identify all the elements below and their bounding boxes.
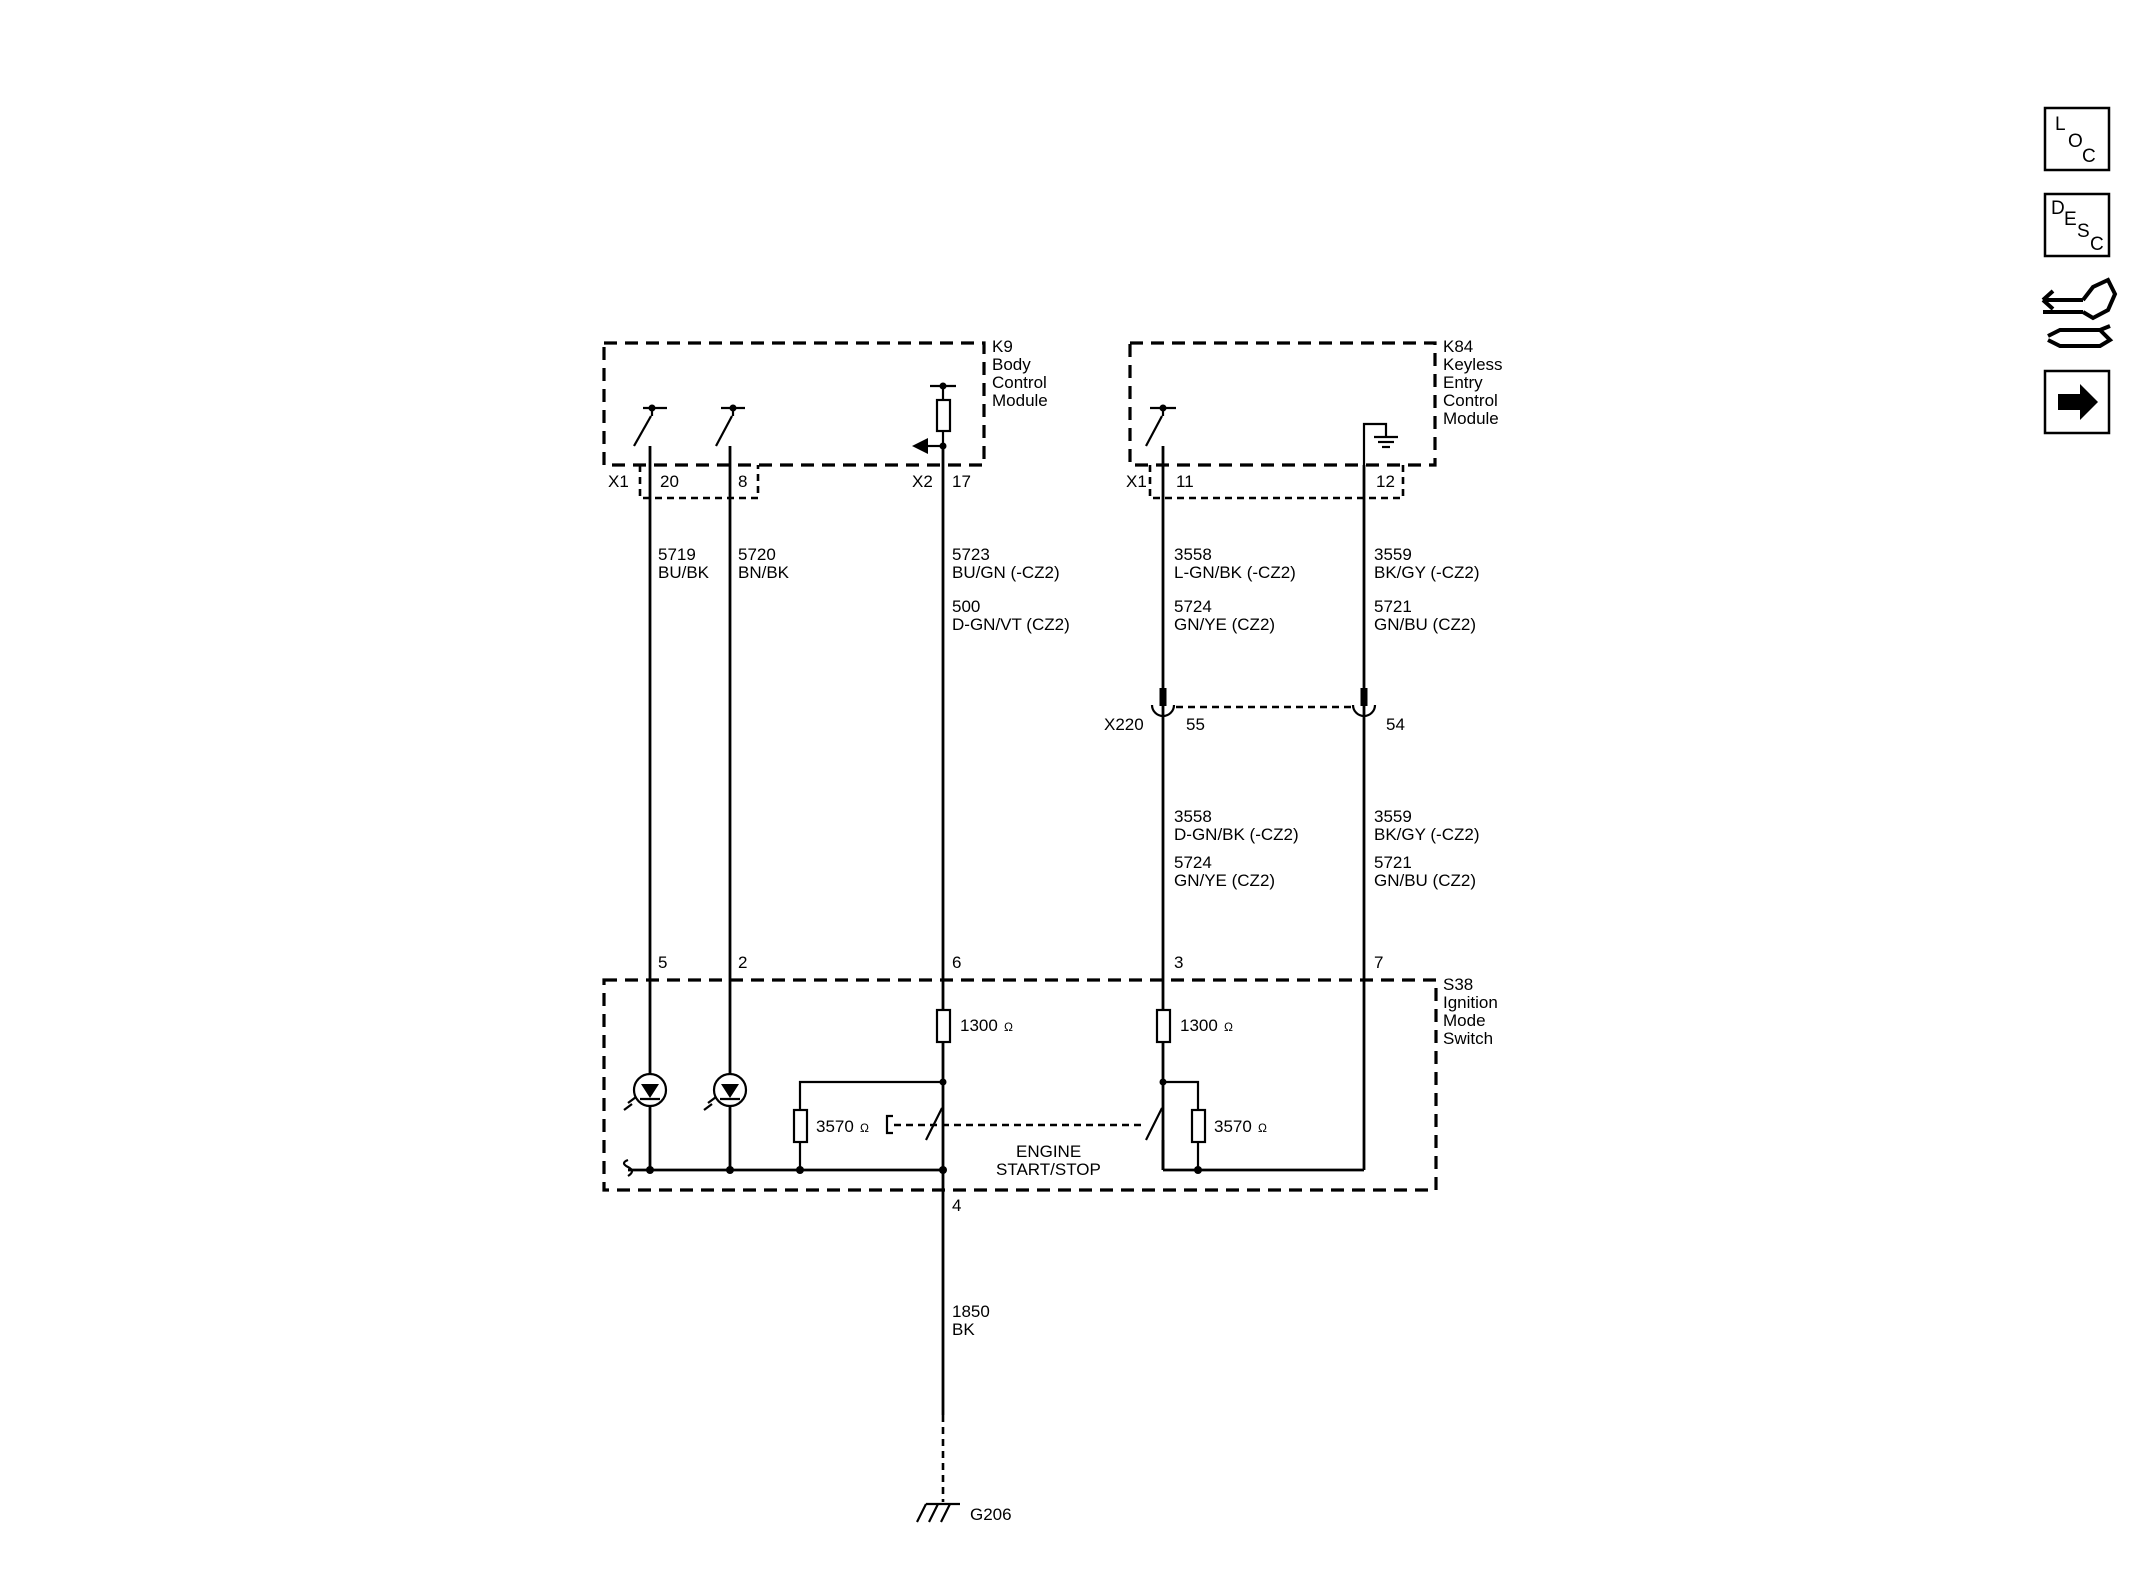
label-wires-w500-num: 500 — [952, 597, 980, 616]
label-components-res4_value: 3570 — [1214, 1117, 1252, 1136]
k84-switch-11 — [1145, 404, 1176, 447]
led-indicator-2 — [703, 1072, 748, 1111]
k84-ground-symbol — [1362, 422, 1398, 465]
label-wires-w5721_top-color: GN/BU (CZ2) — [1374, 615, 1476, 634]
label-side_buttons-1-letters-1: E — [2064, 209, 2077, 230]
s38-ignition-mode-switch: S38 Ignition Mode Switch 1300 Ω 1300 Ω — [602, 975, 1498, 1192]
label-components-ohm_symbol: Ω — [1224, 1020, 1233, 1034]
label-wires-w5721_bot-color: GN/BU (CZ2) — [1374, 871, 1476, 890]
label-side_buttons-0-letters-0: L — [2055, 114, 2066, 135]
loc-button[interactable]: L O C — [2043, 106, 2111, 172]
x220-inline-connector: X220 55 54 — [1104, 688, 1405, 734]
label-modules-k84-line3: Control — [1443, 391, 1498, 410]
label-side_buttons-0-letters-1: O — [2068, 131, 2083, 152]
next-arrow-icon[interactable] — [2043, 369, 2111, 435]
label-wires-w5724_bot-color: GN/YE (CZ2) — [1174, 871, 1275, 890]
k84-x1-label: X1 — [1126, 472, 1147, 491]
label-modules-s38-line1: Ignition — [1443, 993, 1498, 1012]
label-wires-w5720-num: 5720 — [738, 545, 776, 564]
label-components-ohm_symbol: Ω — [860, 1121, 869, 1135]
pin-6: 6 — [952, 953, 961, 972]
label-wires-w5721_top-num: 5721 — [1374, 597, 1412, 616]
k9-id: K9 — [992, 337, 1013, 356]
label-wires-w5720-color: BN/BK — [738, 563, 790, 582]
label-components-ohm_symbol: Ω — [1258, 1121, 1267, 1135]
label-wires-w3559_bot-color: BK/GY (-CZ2) — [1374, 825, 1479, 844]
pin-3: 3 — [1174, 953, 1183, 972]
k9-switch-8 — [715, 404, 745, 447]
k9-pullup-resistor — [912, 382, 956, 454]
label-wires-w5724_bot-num: 5724 — [1174, 853, 1212, 872]
label-modules-k84-line2: Entry — [1443, 373, 1483, 392]
pin-4: 4 — [952, 1196, 961, 1215]
label-wires-w1850-color: BK — [952, 1320, 975, 1339]
label-modules-s38-line3: Switch — [1443, 1029, 1493, 1048]
label-modules-k84-line1: Keyless — [1443, 355, 1503, 374]
label-wires-w5724_top-num: 5724 — [1174, 597, 1212, 616]
k9-x2-label: X2 — [912, 472, 933, 491]
pin-54: 54 — [1386, 715, 1405, 734]
label-wires-w3558_top-color: L-GN/BK (-CZ2) — [1174, 563, 1296, 582]
label-wires-w3559_top-num: 3559 — [1374, 545, 1412, 564]
label-wires-w5723-num: 5723 — [952, 545, 990, 564]
label-wires-w3558_bot-num: 3558 — [1174, 807, 1212, 826]
resistor-1300-pin6 — [935, 1008, 952, 1044]
label-wires-w3559_bot-num: 3559 — [1374, 807, 1412, 826]
label-wires-w3558_bot-color: D-GN/BK (-CZ2) — [1174, 825, 1299, 844]
label-modules-k9-line3: Module — [992, 391, 1048, 410]
pin-11: 11 — [1176, 472, 1194, 491]
pin-7: 7 — [1374, 953, 1383, 972]
label-wires-w5719-color: BU/BK — [658, 563, 710, 582]
resistor-1300-pin3 — [1155, 1008, 1172, 1044]
k84-id: K84 — [1443, 337, 1473, 356]
resistor-3570-left — [792, 1108, 809, 1144]
label-modules-k84-line4: Module — [1443, 409, 1499, 428]
label-wires-w500-color: D-GN/VT (CZ2) — [952, 615, 1070, 634]
led-indicator-5 — [623, 1072, 668, 1111]
label-wires-w3559_top-color: BK/GY (-CZ2) — [1374, 563, 1479, 582]
pin-5: 5 — [658, 953, 667, 972]
switch-label-line1: ENGINE — [1016, 1142, 1081, 1161]
component-connector-icon[interactable] — [2041, 277, 2118, 348]
pin-8: 8 — [738, 472, 747, 491]
k9-body-control-module: K9 Body Control Module — [602, 337, 1048, 467]
label-wires-w5721_bot-num: 5721 — [1374, 853, 1412, 872]
label-modules-s38-line2: Mode — [1443, 1011, 1486, 1030]
label-side_buttons-1-letters-3: C — [2090, 234, 2104, 255]
k84-keyless-entry-control-module: K84 Keyless Entry Control Module — [1128, 337, 1503, 467]
desc-button[interactable]: D E S C — [2043, 192, 2111, 258]
label-wires-w5724_top-color: GN/YE (CZ2) — [1174, 615, 1275, 634]
pin-12: 12 — [1376, 472, 1395, 491]
k9-x1-label: X1 — [608, 472, 629, 491]
label-wires-w1850-num: 1850 — [952, 1302, 990, 1321]
label-components-res2_value: 1300 — [1180, 1016, 1218, 1035]
ground-g206-symbol — [916, 1502, 960, 1523]
switch-label-line2: START/STOP — [996, 1160, 1101, 1179]
s38-id: S38 — [1443, 975, 1473, 994]
label-components-res1_value: 1300 — [960, 1016, 998, 1035]
resistor-3570-right — [1190, 1108, 1207, 1144]
label-wires-w5723-color: BU/GN (-CZ2) — [952, 563, 1060, 582]
label-side_buttons-1-letters-2: S — [2077, 221, 2090, 242]
label-components-ohm_symbol: Ω — [1004, 1020, 1013, 1034]
label-wires-w3558_top-num: 3558 — [1174, 545, 1212, 564]
x220-label: X220 — [1104, 715, 1144, 734]
label-modules-k9-line2: Control — [992, 373, 1047, 392]
label-side_buttons-0-letters-2: C — [2082, 146, 2096, 167]
label-components-res3_value: 3570 — [816, 1117, 854, 1136]
label-side_buttons-1-letters-0: D — [2051, 198, 2065, 219]
label-modules-k9-line1: Body — [992, 355, 1031, 374]
ground-label: G206 — [970, 1505, 1012, 1524]
pin-55: 55 — [1186, 715, 1205, 734]
pin-20: 20 — [660, 472, 679, 491]
label-wires-w5719-num: 5719 — [658, 545, 696, 564]
engine-start-stop-contact-right — [1145, 1107, 1163, 1141]
pin-17: 17 — [952, 472, 971, 491]
pin-2: 2 — [738, 953, 747, 972]
k9-switch-20 — [633, 404, 667, 447]
